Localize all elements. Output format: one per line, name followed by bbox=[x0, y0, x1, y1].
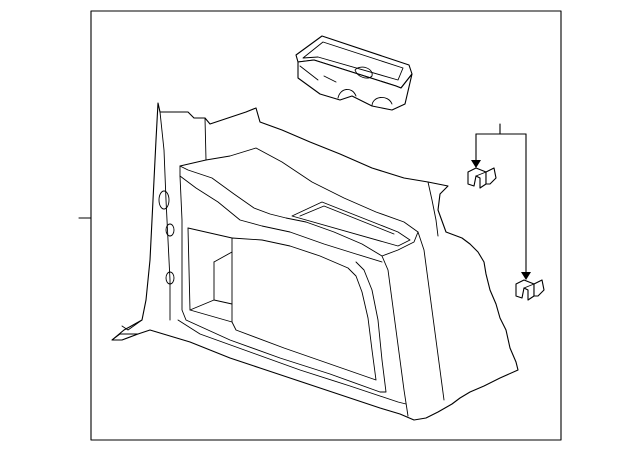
frame bbox=[90, 10, 562, 441]
retainer-clip-lower bbox=[515, 279, 545, 301]
quarter-trim-panel bbox=[111, 102, 519, 421]
storage-tray bbox=[295, 35, 413, 111]
retainer-clip-upper bbox=[467, 167, 497, 189]
clip-leaders bbox=[471, 123, 531, 280]
